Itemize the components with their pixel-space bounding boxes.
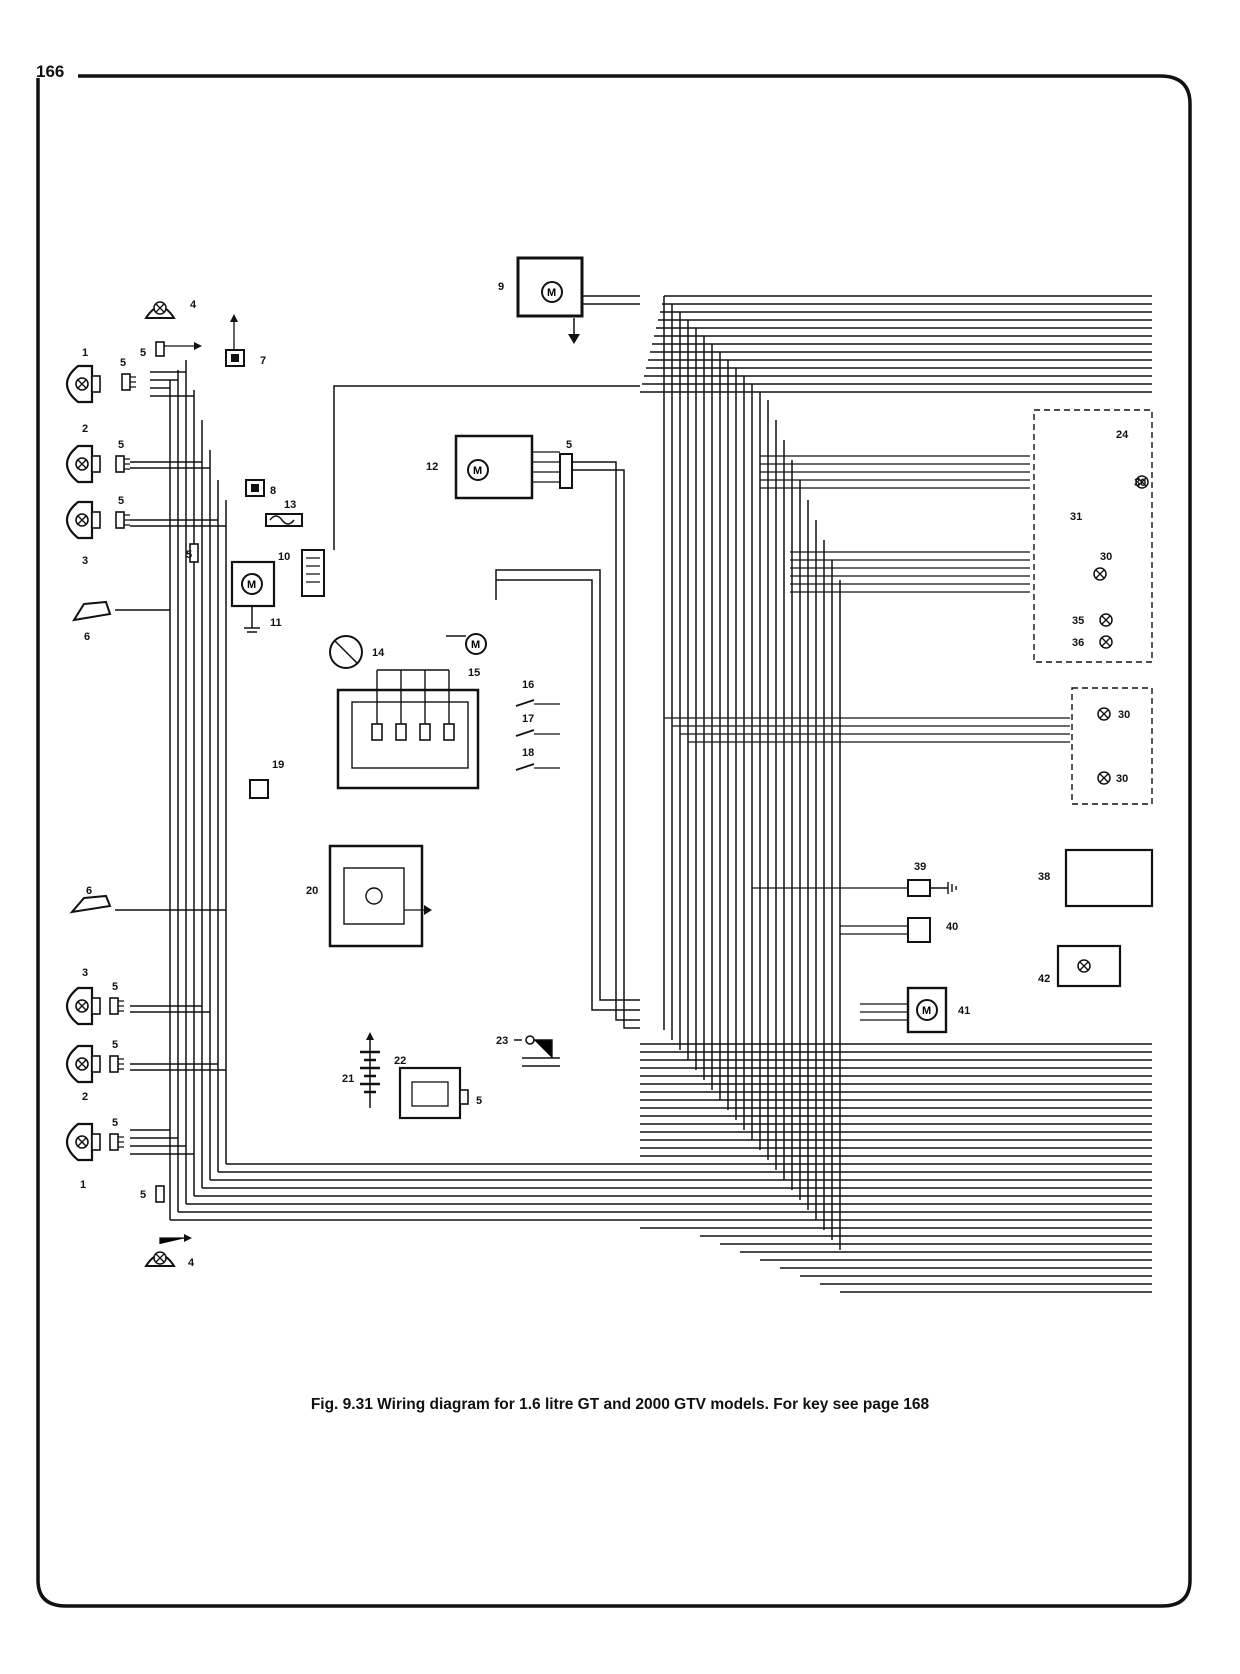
component-label: 5 [112,981,118,993]
component-label: 30 [1100,551,1112,563]
component-label: 38 [1038,871,1050,883]
component-label: 6 [84,631,90,643]
component-label: 1 [80,1179,86,1191]
component-label: 24 [1116,429,1129,441]
component-label: 42 [1038,973,1050,985]
component-label: 3 [82,555,88,567]
component-label: 5 [476,1095,482,1107]
component-label: 5 [112,1117,118,1129]
component-label: 17 [522,713,534,725]
component-label: 2 [82,1091,88,1103]
component-label: 41 [958,1005,970,1017]
component-label: 5 [112,1039,118,1051]
component-label: 14 [372,647,385,659]
component-label: 15 [468,667,480,679]
component-label: 30 [1134,477,1146,489]
component-label: 30 [1116,773,1128,785]
component-label: 16 [522,679,534,691]
component-label: 2 [82,423,88,435]
component-label: 5 [186,549,192,561]
component-label: 5 [118,439,124,451]
component-label: 19 [272,759,284,771]
component-label: 13 [284,499,296,511]
component-label: 22 [394,1055,406,1067]
component-label: 11 [270,617,282,629]
component-label: 5 [118,495,124,507]
component-label: 5 [120,357,126,369]
component-label: 12 [426,461,438,473]
component-label: 1 [82,347,88,359]
figure-caption: Fig. 9.31 Wiring diagram for 1.6 litre G… [310,1396,930,1413]
component-label: 7 [260,355,266,367]
component-label: 3 [82,967,88,979]
component-label: 40 [946,921,958,933]
component-label: 8 [270,485,276,497]
harness-bus [640,295,1152,1293]
component-label: 9 [498,281,504,293]
component-label: 5 [140,347,146,359]
component-label: 20 [306,885,318,897]
component-label: 6 [86,885,92,897]
component-label: 10 [278,551,290,563]
component-label: 36 [1072,637,1084,649]
component-label: 21 [342,1073,354,1085]
component-label: 23 [496,1035,508,1047]
component-label: 39 [914,861,926,873]
component-label: 31 [1070,511,1082,523]
harness-trunk [663,296,841,1250]
left-trunk [115,360,640,1221]
component-label: 4 [188,1257,195,1269]
component-label: 4 [190,299,197,311]
component-label: 5 [566,439,572,451]
page-number: 166 [36,62,65,81]
component-label: 35 [1072,615,1084,627]
component-label: 30 [1118,709,1130,721]
component-label: 5 [140,1189,146,1201]
component-label: 18 [522,747,534,759]
